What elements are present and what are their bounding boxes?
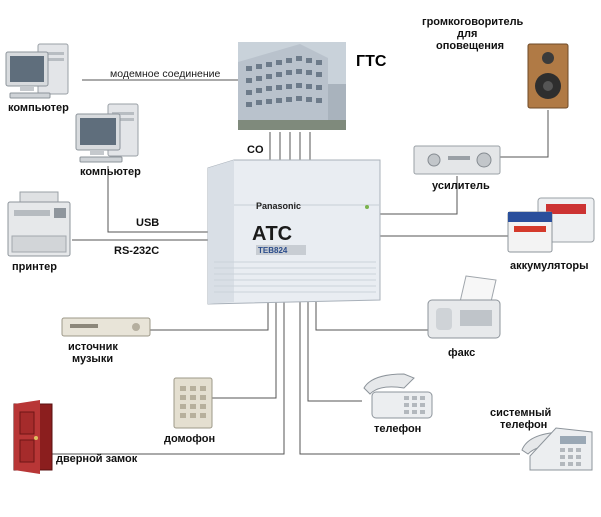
fax-machine-icon — [427, 275, 501, 339]
door-lock-label: дверной замок — [56, 453, 138, 465]
desktop-computer-icon — [75, 103, 139, 163]
intercom-label: домофон — [164, 433, 215, 445]
pstn-label: ГТС — [356, 53, 387, 70]
amplifier-icon — [413, 145, 501, 175]
battery-icon — [507, 197, 595, 253]
speaker-label-line2: для — [457, 28, 477, 40]
printer-label: принтер — [12, 261, 57, 273]
system-phone-label-line2: телефон — [500, 419, 547, 431]
door-icon — [13, 400, 53, 474]
computer-2: компьютер — [75, 103, 141, 178]
computer-1-label: компьютер — [8, 102, 69, 114]
phone: телефон — [363, 373, 433, 435]
cd-player-icon — [61, 317, 151, 337]
amplifier: усилитель — [413, 145, 501, 192]
amplifier-label: усилитель — [432, 180, 490, 192]
music-source: источник музыки — [61, 317, 151, 365]
fax: факс — [427, 275, 501, 359]
phone-label: телефон — [374, 423, 421, 435]
speaker: громкоговоритель для оповещения — [422, 16, 569, 109]
pbx-brand: Panasonic — [256, 201, 301, 211]
music-source-label-line1: источник — [68, 341, 118, 353]
fax-label: факс — [448, 347, 475, 359]
co-label: CO — [247, 144, 264, 156]
laser-printer-icon — [7, 191, 71, 257]
system-phone-label-line1: системный — [490, 407, 551, 419]
desk-phone-icon — [363, 373, 433, 419]
batteries-label: аккумуляторы — [510, 260, 589, 272]
pbx-model-badge: TEB824 — [258, 246, 288, 255]
batteries: аккумуляторы — [507, 197, 595, 272]
pbx-unit: Panasonic АТС TEB824 — [207, 159, 381, 305]
door-lock: дверной замок — [13, 400, 138, 474]
usb-label: USB — [136, 217, 159, 229]
speaker-label-line3: оповещения — [436, 40, 504, 52]
computer-1: компьютер — [5, 43, 69, 114]
connection-lines — [52, 79, 549, 455]
intercom: домофон — [164, 377, 215, 445]
loudspeaker-icon — [527, 43, 569, 109]
pbx-title: АТС — [252, 223, 292, 245]
pstn-building: ГТС — [238, 42, 387, 130]
system-phone-icon — [521, 427, 593, 471]
desktop-computer-icon — [5, 43, 69, 99]
music-source-label-line2: музыки — [72, 353, 113, 365]
rs232-label: RS-232C — [114, 245, 159, 257]
computer-2-label: компьютер — [80, 166, 141, 178]
printer: принтер — [7, 191, 71, 273]
intercom-panel-icon — [173, 377, 213, 429]
office-building-icon — [238, 42, 346, 130]
system-phone: системный телефон — [490, 407, 593, 471]
modem-connection-label: модемное соединение — [110, 68, 221, 80]
speaker-label-line1: громкоговоритель — [422, 16, 524, 28]
